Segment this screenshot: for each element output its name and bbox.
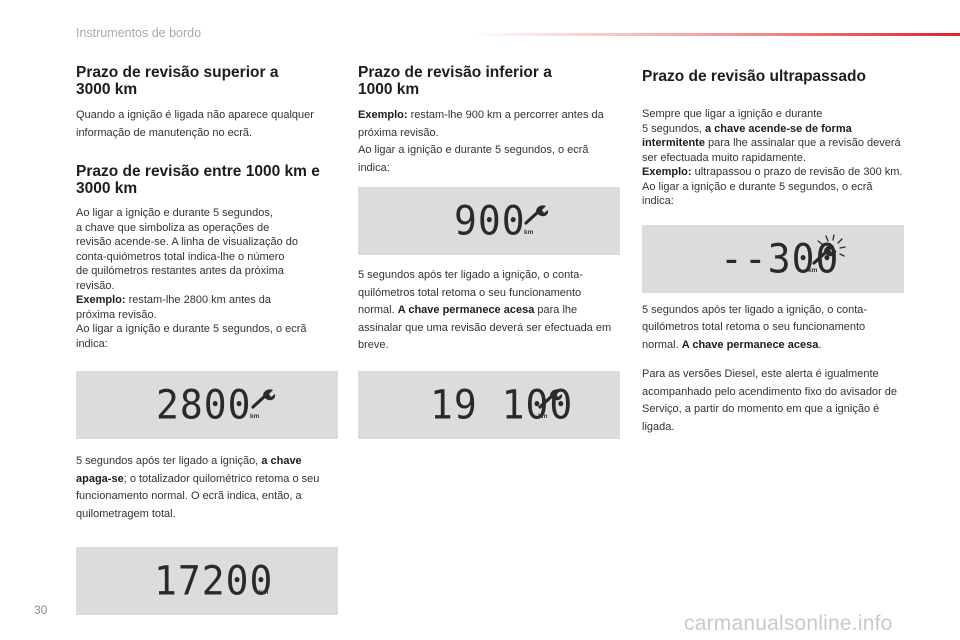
wrench-icon (538, 388, 563, 409)
km-unit: km (259, 589, 269, 596)
odometer-display-2800: 2800 km (76, 371, 338, 439)
header-rule (470, 33, 960, 36)
column-3: Prazo de revisão ultrapassado Sempre que… (642, 64, 904, 436)
paragraph-key-off: 5 segundos após ter ligado a ignição, a … (76, 455, 320, 520)
odometer-value: 2800 (156, 381, 252, 429)
wrench-icon (524, 205, 549, 225)
running-header: Instrumentos de bordo (76, 26, 202, 40)
km-unit: km (524, 229, 534, 236)
odometer-value: 17200 (154, 557, 274, 605)
paragraph-key-stays-on: 5 segundos após ter ligado a ignição, o … (358, 269, 612, 351)
heading-overdue: Prazo de revisão ultrapassado (642, 68, 866, 85)
km-unit: km (538, 412, 548, 420)
heading-under-1000: Prazo de revisão inferior a 1000 km (358, 64, 552, 98)
odometer-display-19100: 19 100 km (358, 370, 620, 439)
paragraph-1000-3000: Ao ligar a ignição e durante 5 segundos,… (76, 207, 307, 350)
column-1: Prazo de revisão superior a 3000 km Quan… (76, 64, 338, 615)
paragraph-diesel: Para as versões Diesel, este alerta é ig… (642, 368, 898, 433)
odometer-display-minus-300: --300 km (642, 224, 904, 293)
paragraph-display-900: Ao ligar a ignição e durante 5 segundos,… (358, 144, 589, 174)
heading-over-3000: Prazo de revisão superior a 3000 km (76, 64, 279, 98)
paragraph-key-stays-on: 5 segundos após ter ligado a ignição, o … (642, 303, 868, 351)
km-unit: km (808, 266, 818, 274)
wrench-icon (251, 389, 276, 409)
wrench-blinking-icon (812, 233, 846, 265)
odometer-display-17200: 17200 km (76, 547, 338, 615)
heading-1000-3000: Prazo de revisão entre 1000 km e 3000 km (76, 163, 320, 197)
watermark: carmanualsonline.info (684, 612, 893, 635)
paragraph-overdue: Sempre que ligar a ignição e durante 5 s… (642, 108, 903, 207)
odometer-display-900: 900 km (358, 187, 620, 255)
paragraph-no-info: Quando a ignição é ligada não aparece qu… (76, 109, 314, 139)
column-2: Prazo de revisão inferior a 1000 km Exem… (358, 64, 620, 439)
page-number: 30 (34, 603, 48, 617)
paragraph-example-900: Exemplo: restam-lhe 900 km a percorrer a… (358, 109, 604, 139)
odometer-value: 19 100 (430, 381, 574, 428)
odometer-value: 900 (454, 197, 526, 245)
km-unit: km (250, 413, 260, 420)
